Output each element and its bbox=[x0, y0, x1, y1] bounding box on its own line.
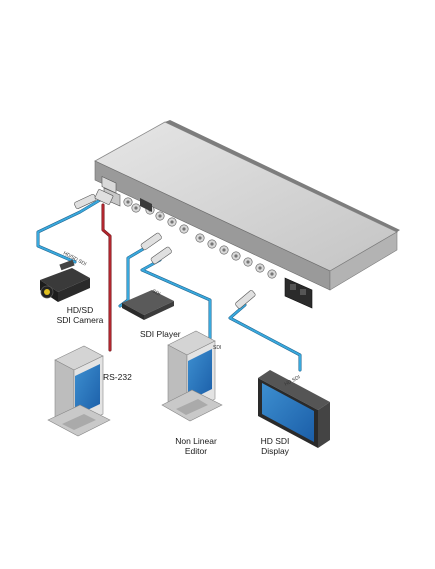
editor-label: Non Linear Editor bbox=[175, 436, 217, 456]
rs232-label: RS-232 bbox=[103, 372, 132, 382]
bnc-connectors bbox=[74, 189, 256, 309]
display-label-line1: HD SDI bbox=[260, 436, 290, 446]
editor-label-line1: Non Linear bbox=[175, 436, 217, 446]
sdi-player-icon bbox=[122, 290, 174, 320]
display-label: HD SDI Display bbox=[261, 436, 290, 456]
camera-label-line1: HD/SD bbox=[66, 305, 94, 315]
editor-label-line2: Editor bbox=[184, 446, 208, 456]
desktop-computer-icon bbox=[161, 330, 223, 422]
camera-label-line2: SDI Camera bbox=[56, 315, 104, 325]
sdi-player-label: SDI Player bbox=[140, 329, 181, 339]
camera-label: HD/SD SDI Camera bbox=[57, 305, 104, 325]
display-label-line2: Display bbox=[261, 446, 289, 456]
desktop-computer-icon bbox=[47, 345, 111, 437]
sdi-rack-unit-icon bbox=[94, 120, 400, 309]
flat-panel-display-icon bbox=[258, 370, 330, 448]
editor-cable-tag: SDI bbox=[213, 345, 222, 351]
cables bbox=[36, 198, 302, 372]
video-camera-icon bbox=[40, 259, 90, 302]
